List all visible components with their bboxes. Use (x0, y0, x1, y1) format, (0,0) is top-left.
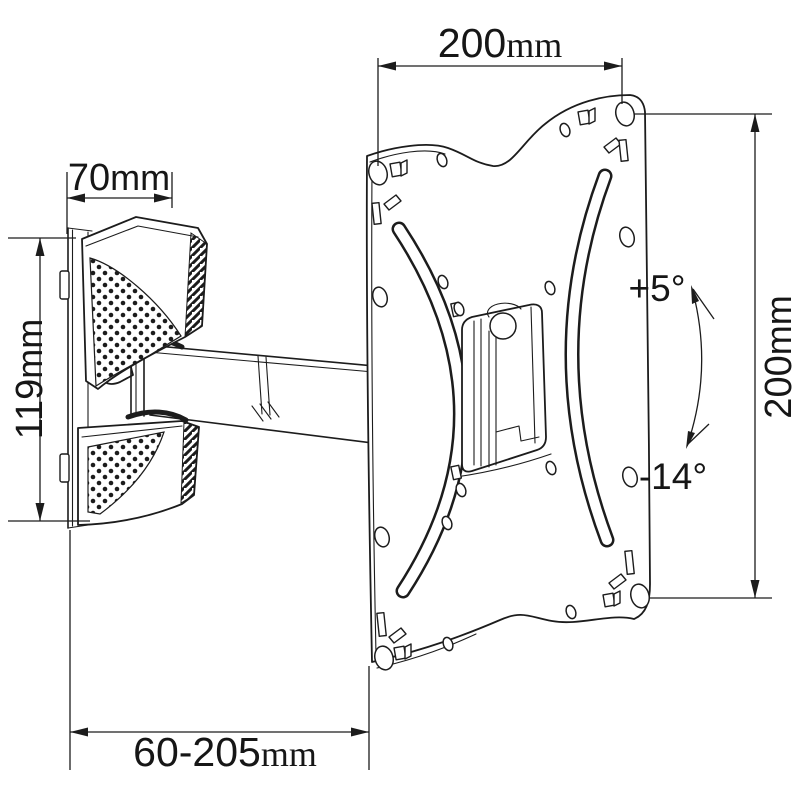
plate-top-thickness-line (369, 150, 446, 163)
corner-hole (373, 645, 395, 671)
tilt-arc (686, 291, 703, 447)
corner-slot (602, 592, 616, 608)
vesa-hole (544, 280, 556, 296)
dimension-plate-height: 200mm (634, 113, 800, 599)
dim-arrow-right (154, 193, 172, 203)
vesa-hole (455, 482, 467, 498)
corner-slot (393, 645, 407, 661)
edge-hole (373, 526, 391, 548)
lower-knuckle (77, 420, 200, 526)
tilt-arrow-up (691, 285, 699, 304)
dim-arrow-right (351, 727, 369, 737)
curved-slot-right (564, 168, 615, 548)
diagonal-slot (608, 573, 627, 590)
dim-extension-lines (66, 172, 173, 234)
corner-slot-depth (588, 107, 596, 125)
tilt-bracket-base-line (455, 453, 552, 478)
bracket-tab-lower (450, 464, 463, 481)
vesa-hole (436, 152, 448, 168)
vertical-slot (624, 549, 635, 575)
arm-top-inner-edge (147, 351, 397, 375)
dim-arrow-top (750, 114, 760, 132)
corner-slots (371, 107, 635, 661)
dimension-label-bracket-depth: 70mm (68, 157, 170, 199)
tilt-knob-washer (486, 302, 522, 318)
edge-hole (371, 286, 389, 308)
arm-top-edge (145, 344, 397, 369)
dim-extension-lines (634, 113, 772, 599)
diagonal-slot (383, 194, 402, 211)
vesa-hole (545, 460, 557, 476)
curved-slot-left (391, 221, 468, 599)
hinge-lower-collar (125, 409, 189, 423)
dimension-extension-range: 60-205mm (69, 530, 370, 775)
vertical-slot (618, 138, 629, 162)
arm-bottom-edge (149, 414, 397, 447)
corner-hole (629, 583, 651, 609)
plate-holes (367, 101, 651, 671)
dim-extension-lines (8, 237, 90, 522)
tilt-knob (489, 312, 517, 340)
dimension-bracket-depth: 70mm (66, 157, 173, 234)
dim-arrow-bottom (750, 580, 760, 598)
upper-knuckle (81, 216, 208, 390)
plate-left-thickness-line (371, 165, 377, 656)
extension-arm (145, 344, 397, 447)
lower-knuckle-top-face-line (81, 425, 183, 438)
vesa-plate (365, 94, 651, 671)
dim-arrow-left (378, 61, 396, 71)
dimension-plate-width: 200mm (377, 20, 623, 166)
tilt-bracket-channels (473, 306, 536, 468)
tilt-down-label: -14° (639, 456, 707, 497)
vesa-hole (565, 604, 577, 620)
edge-hole (621, 466, 639, 488)
vertical-slot (376, 611, 387, 637)
tilt-arrow-down-tick (687, 423, 710, 445)
mounting-tab-lower (59, 453, 70, 483)
tilt-range-indicator: +5° -14° (629, 268, 715, 497)
dimension-bracket-height: 119mm (8, 237, 90, 522)
dimension-label-bracket-height: 119mm (9, 319, 51, 440)
upper-knuckle-perforated-face (89, 257, 182, 388)
dimension-label-plate-height: 200mm (758, 295, 800, 418)
vesa-hole (559, 122, 571, 138)
dim-arrow-bottom (35, 503, 45, 521)
lower-knuckle-perforated-face (87, 431, 165, 515)
vesa-hole (441, 515, 453, 531)
tilt-arrow-up-tick (692, 288, 715, 320)
tilt-bracket-hook (495, 425, 540, 442)
dim-extension-lines (69, 530, 370, 770)
vesa-hole (442, 636, 454, 652)
tilt-bracket-body (461, 303, 547, 473)
dim-arrow-right (604, 61, 622, 71)
upper-knuckle-hatch-edge (184, 232, 208, 338)
dimension-label-plate-width: 200mm (438, 20, 562, 66)
edge-hole (618, 226, 636, 248)
dim-arrow-left (67, 193, 85, 203)
mounting-tab-upper (59, 270, 70, 300)
dim-arrow-left (70, 727, 88, 737)
tilt-up-label: +5° (629, 268, 686, 309)
arm-elbow-joint (257, 355, 271, 416)
vesa-hole (453, 301, 465, 317)
diagonal-slot (388, 627, 407, 644)
lower-knuckle-hatch-edge (180, 421, 200, 504)
tilt-arrow-down (686, 431, 695, 449)
upper-knuckle-top-face-line (85, 225, 199, 247)
corner-slot-depth (400, 159, 408, 177)
vesa-hole (437, 274, 449, 290)
corner-slot-depth (404, 643, 412, 660)
tilt-bracket (450, 301, 552, 481)
vertical-slot (371, 201, 382, 225)
dim-arrow-top (35, 238, 45, 256)
corner-slot-depth (613, 590, 621, 607)
arm-joint-hatch (251, 401, 280, 422)
dimension-label-extension-range: 60-205mm (133, 729, 317, 775)
corner-hole (367, 160, 389, 186)
